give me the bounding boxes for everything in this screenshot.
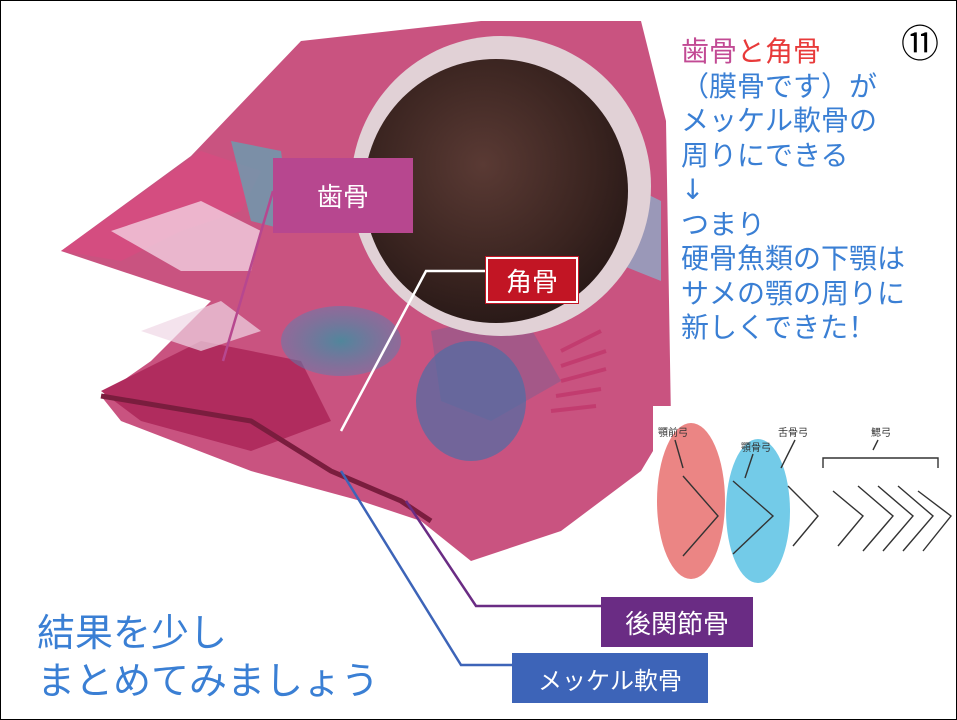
meckel-cartilage-label: メッケル軟骨 — [512, 653, 708, 703]
arch-label-hyoid: 舌骨弓 — [778, 427, 808, 439]
explanation-line-3: メッケル軟骨の — [681, 104, 878, 137]
hyoid-arch-highlight — [726, 439, 790, 583]
explanation-text: 歯骨と角骨 （膜骨です）が メッケル軟骨の 周りにできる ↓ つまり 硬骨魚類の… — [681, 35, 951, 346]
slide-number: ⑪ — [901, 22, 940, 66]
arch-label-mandibular: 顎前弓 — [658, 426, 688, 439]
summary-line-2: まとめてみましょう — [37, 659, 380, 703]
summary-text: 結果を少し まとめてみましょう — [37, 609, 379, 705]
explanation-line-8: 新しくできた！ — [681, 311, 877, 344]
explanation-line-6: 硬骨魚類の下顎は — [681, 242, 906, 275]
explanation-line-2: （膜骨です）が — [681, 69, 878, 103]
mandibular-arch-highlight — [657, 423, 725, 579]
explanation-line-4: 周りにできる — [681, 138, 849, 172]
summary-line-1: 結果を少し — [37, 611, 228, 655]
explanation-line-7: サメの顎の周りに — [681, 276, 906, 310]
explanation-line-1: 歯骨と角骨 — [681, 35, 951, 70]
arch-label-gill: 鰓弓 — [871, 427, 891, 439]
dentary-highlight: 歯骨 — [681, 35, 738, 68]
dentary-label: 歯骨 — [273, 158, 413, 233]
explanation-line-5: つまり — [681, 207, 766, 241]
pharyngeal-arch-diagram: 顎前弓 顎骨弓 舌骨弓 鰓弓 — [653, 406, 956, 586]
retroarticular-label: 後関節骨 — [601, 597, 753, 647]
arch-label-jaw: 顎骨弓 — [741, 442, 771, 454]
angular-highlight: と角骨 — [737, 35, 822, 68]
down-arrow: ↓ — [681, 173, 705, 206]
angular-label: 角骨 — [485, 256, 579, 304]
